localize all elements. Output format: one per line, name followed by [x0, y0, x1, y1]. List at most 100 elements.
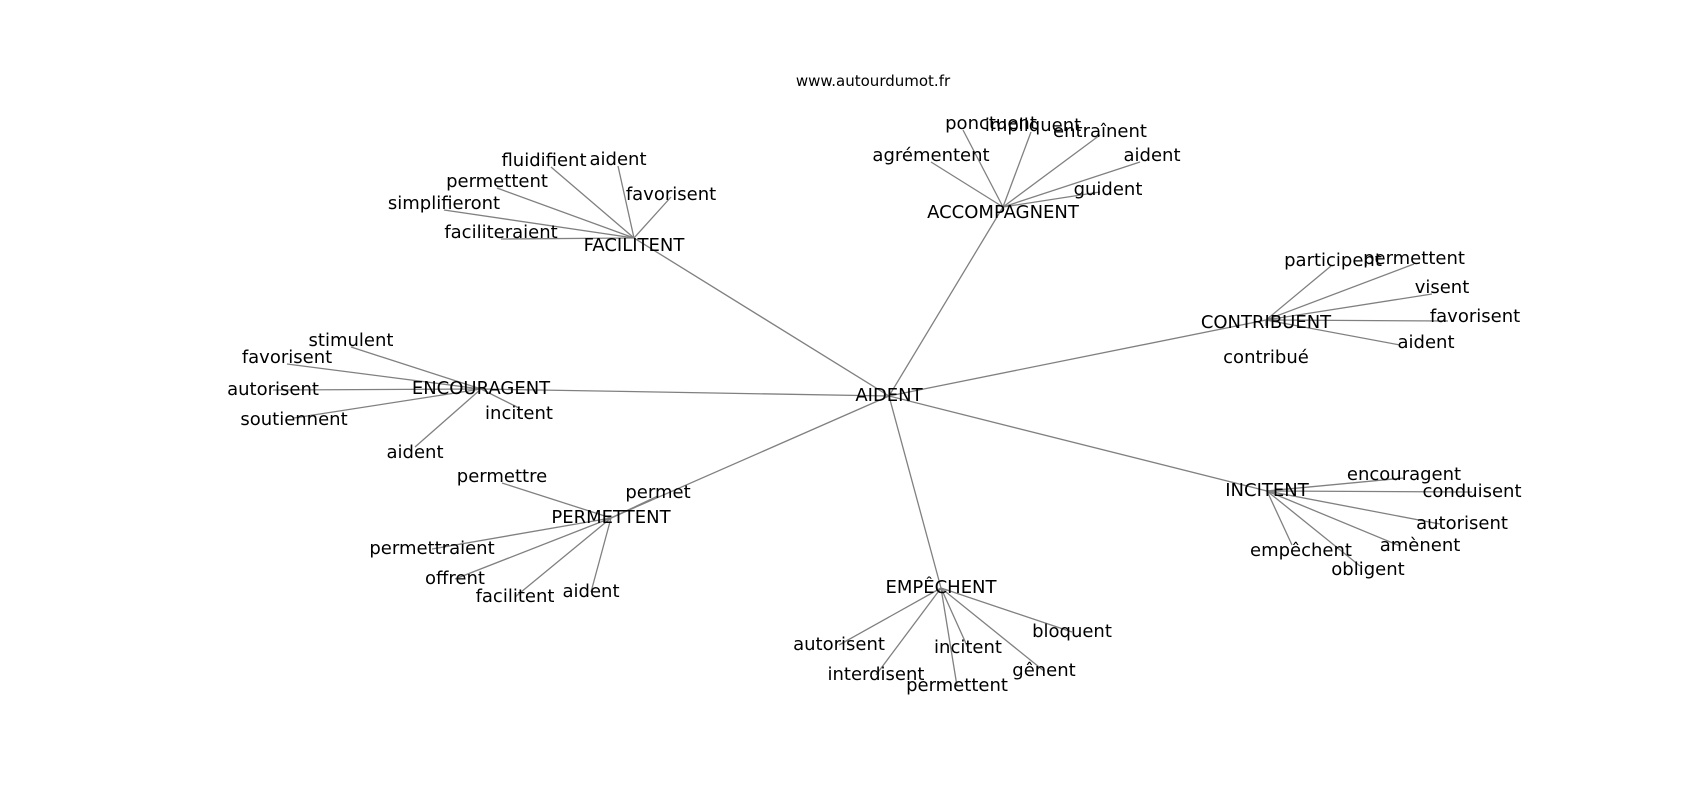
word-node-label: visent: [1415, 277, 1470, 298]
edge-group-to-word: [1002, 161, 1141, 208]
word-node-label: aident: [1398, 332, 1455, 353]
edge-group-to-word: [454, 517, 612, 580]
word-node-label: simplifieront: [388, 193, 500, 214]
group-node-label: ACCOMPAGNENT: [927, 202, 1080, 223]
group-node-label: INCITENT: [1225, 480, 1309, 501]
edge-group-to-word: [940, 587, 1045, 672]
edge-group-to-word: [838, 587, 942, 646]
edge-group-to-word: [1265, 263, 1415, 321]
word-node-label: autorisent: [793, 634, 885, 655]
edge-group-to-word: [350, 346, 482, 390]
edge-group-to-word: [1002, 134, 1101, 208]
edge-root-to-group: [610, 395, 890, 519]
root-node-label: AIDENT: [855, 385, 923, 406]
group-node-label: PERMETTENT: [551, 507, 671, 528]
word-node-label: amènent: [1380, 535, 1461, 556]
edge-group-to-word: [940, 587, 1073, 633]
word-node-label: participent: [1284, 250, 1382, 271]
word-node-label: favorisent: [626, 184, 716, 205]
word-node-label: bloquent: [1032, 621, 1112, 642]
edge-root-to-group: [888, 206, 1004, 397]
word-node-label: permettent: [1363, 248, 1465, 269]
word-node-label: autorisent: [227, 379, 319, 400]
edge-group-to-word: [1002, 131, 1032, 208]
word-node-label: guident: [1074, 179, 1143, 200]
group-node-label: CONTRIBUENT: [1201, 312, 1332, 333]
word-node-label: aident: [590, 149, 647, 170]
edge-group-to-word: [940, 587, 969, 649]
word-node-label: permettre: [457, 466, 547, 487]
edge-group-to-word: [1266, 490, 1473, 493]
word-node-label: permettent: [446, 171, 548, 192]
word-node-label: ponctuent: [945, 113, 1037, 134]
word-node-label: incitent: [485, 403, 553, 424]
edge-group-to-word: [293, 388, 482, 419]
edge-group-to-word: [617, 165, 635, 239]
edge-group-to-word: [633, 196, 672, 239]
group-node-label: EMPÊCHENT: [885, 576, 997, 598]
site-label: www.autourdumot.fr: [795, 72, 951, 90]
edge-group-to-word: [414, 388, 482, 448]
word-node-label: encouragent: [1347, 464, 1461, 485]
edge-group-to-word: [1265, 293, 1433, 321]
edge-group-to-word: [443, 209, 635, 239]
graph-labels: AIDENT ACCOMPAGNENT ponctuentimpliquentent…: [227, 113, 1521, 696]
edge-root-to-group: [888, 395, 942, 589]
word-node-label: facilitent: [476, 586, 555, 607]
edge-group-to-word: [496, 187, 635, 239]
word-node-label: permettraient: [369, 538, 494, 559]
word-node-label: aident: [1124, 145, 1181, 166]
word-node-label: permet: [625, 482, 690, 503]
word-node-label: fluidifient: [501, 150, 586, 171]
word-node-label: autorisent: [1416, 513, 1508, 534]
edge-group-to-word: [610, 495, 659, 519]
group-node-label: FACILITENT: [584, 235, 686, 256]
edge-group-to-word: [1265, 265, 1332, 321]
graph-edges: [272, 129, 1473, 687]
word-node-label: aident: [563, 581, 620, 602]
edge-group-to-word: [286, 363, 482, 390]
word-node-label: conduisent: [1422, 481, 1521, 502]
word-node-label: empêchent: [1250, 540, 1352, 561]
edge-group-to-word: [480, 388, 520, 409]
edge-group-to-word: [940, 587, 958, 687]
edge-group-to-word: [500, 237, 635, 240]
edge-group-to-word: [1266, 490, 1361, 567]
word-node-label: agrémentent: [872, 145, 989, 166]
group-node-label: ENCOURAGENT: [412, 378, 551, 399]
word-node-label: permettent: [906, 675, 1008, 696]
word-node-label: favorisent: [242, 347, 332, 368]
word-node-label: obligent: [1331, 559, 1404, 580]
edge-group-to-word: [514, 517, 612, 598]
word-node-label: interdisent: [828, 664, 925, 685]
word-node-label: offrent: [425, 568, 485, 589]
edge-group-to-word: [1266, 490, 1441, 525]
edge-group-to-word: [590, 517, 612, 593]
edge-group-to-word: [1265, 319, 1449, 322]
edge-root-to-group: [480, 388, 890, 397]
word-node-label: favorisent: [1430, 306, 1520, 327]
edge-root-to-group: [888, 395, 1268, 492]
word-node-label: gênent: [1012, 660, 1075, 681]
edge-group-to-word: [431, 517, 612, 550]
edge-group-to-word: [1266, 490, 1401, 547]
edge-group-to-word: [875, 587, 942, 676]
word-node-label: incitent: [934, 637, 1002, 658]
word-node-label: faciliteraient: [444, 222, 557, 243]
word-node-label: contribué: [1223, 347, 1309, 368]
edge-group-to-word: [1002, 191, 1101, 208]
word-node-label: soutiennent: [240, 409, 347, 430]
edge-group-to-word: [501, 482, 612, 519]
word-node-label: aident: [387, 442, 444, 463]
edge-group-to-word: [930, 161, 1004, 208]
word-node-label: impliquent: [985, 115, 1081, 136]
edge-group-to-word: [962, 129, 1004, 208]
edge-root-to-group: [633, 237, 890, 397]
edge-group-to-word: [1266, 490, 1293, 546]
edge-group-to-word: [1266, 477, 1405, 492]
edge-group-to-word: [1265, 319, 1401, 346]
word-node-label: entraînent: [1053, 121, 1147, 142]
edge-group-to-word: [272, 388, 482, 391]
word-node-label: stimulent: [309, 330, 394, 351]
